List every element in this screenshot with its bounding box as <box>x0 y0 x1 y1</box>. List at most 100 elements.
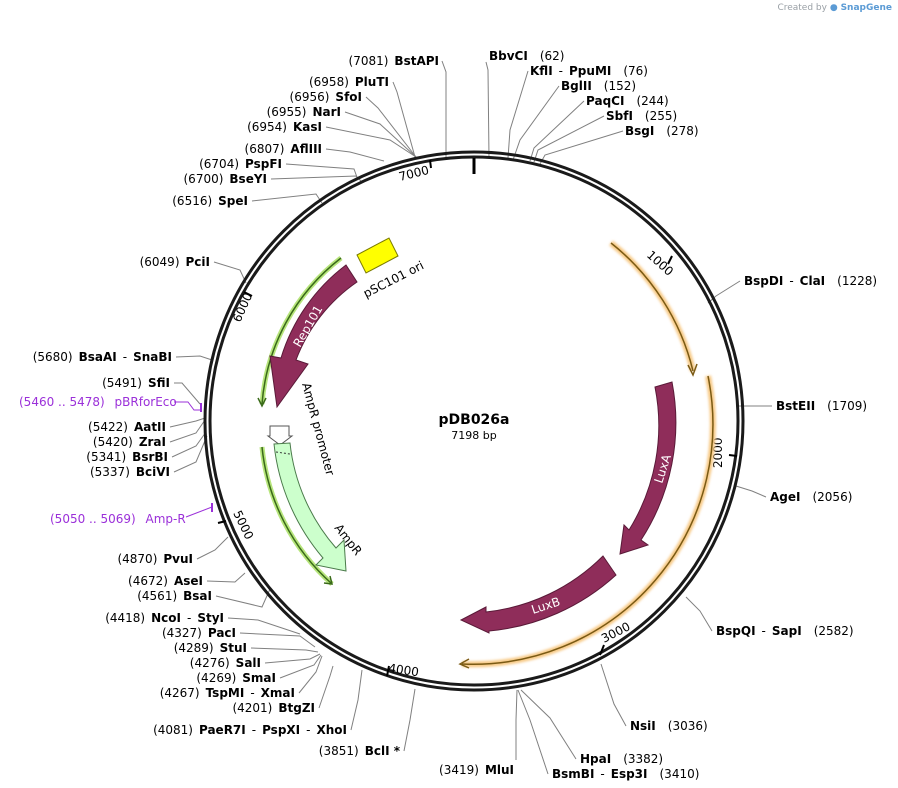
site-separator: - <box>252 723 256 737</box>
site-label-aatii[interactable]: (5422)AatII <box>88 420 166 434</box>
leader-sfii <box>174 382 201 405</box>
site-label-bseyi[interactable]: (6700)BseYI <box>184 172 268 186</box>
site-label-pluti[interactable]: (6958)PluTI <box>309 75 389 89</box>
site-label-bsteii[interactable]: BstEII(1709) <box>776 399 867 413</box>
site-label-stui[interactable]: (4289)StuI <box>174 641 247 655</box>
ampr-feature[interactable] <box>273 442 347 572</box>
primer-pbrforeco[interactable]: (5460 .. 5478) pBRforEco <box>19 395 177 409</box>
ampr-arc <box>259 446 334 586</box>
site-label-smai[interactable]: (4269)SmaI <box>196 671 276 685</box>
enzyme-name: SfiI <box>148 376 170 390</box>
tick-label-1000: 1000 <box>644 248 676 279</box>
tick-label-6000: 6000 <box>230 291 255 325</box>
site-label-bsmbi-esp3i[interactable]: BsmBI-Esp3I(3410) <box>552 767 699 781</box>
psc101-ori-feature[interactable] <box>356 237 399 274</box>
site-position: (4561) <box>137 589 177 603</box>
site-separator: - <box>789 274 793 288</box>
enzyme-name: BseYI <box>229 172 267 186</box>
tick-mark-1000 <box>667 255 673 265</box>
tick-mark-6000 <box>243 291 253 297</box>
site-label-bsgi[interactable]: BsgI(278) <box>625 124 699 138</box>
enzyme-name: BspDI <box>744 274 783 288</box>
site-label-bstapi[interactable]: (7081) BstAPI <box>349 54 439 68</box>
site-label-btgzi[interactable]: (4201)BtgZI <box>232 701 315 715</box>
site-label-spei[interactable]: (6516)SpeI <box>172 194 248 208</box>
enzyme-name: NcoI <box>151 611 181 625</box>
luxa-feature[interactable] <box>619 381 677 555</box>
site-label-bbvci[interactable]: BbvCI(62) <box>489 49 564 63</box>
site-label-zrai[interactable]: (5420)ZraI <box>93 435 166 449</box>
site-label-bcli[interactable]: (3851)BclI * <box>319 744 401 758</box>
rep101-feature[interactable] <box>269 264 358 409</box>
site-position: (5491) <box>102 376 142 390</box>
site-label-agei[interactable]: AgeI(2056) <box>770 490 852 504</box>
site-label-sfoi[interactable]: (6956)SfoI <box>290 90 362 104</box>
site-label-asei[interactable]: (4672)AseI <box>128 574 203 588</box>
enzyme-name: SpeI <box>218 194 248 208</box>
site-separator: - <box>123 350 127 364</box>
site-label-pcii[interactable]: (6049)PciI <box>140 255 210 269</box>
site-label-afliii[interactable]: (6807)AflIII <box>245 142 322 156</box>
leader-spei <box>251 193 323 204</box>
leader-tspmi-xmai <box>298 655 323 694</box>
leader-btgzi <box>318 665 334 709</box>
leader-bsrbi <box>171 431 207 458</box>
leader-bcli <box>403 688 416 752</box>
leader-paer7i-pspxi-xhoi <box>350 669 363 731</box>
site-label-paci[interactable]: (4327)PacI <box>162 626 236 640</box>
plasmid-name: pDB026a <box>439 412 510 428</box>
leader-bstapi <box>441 60 447 157</box>
enzyme-name: BsaAI <box>79 350 117 364</box>
primer-pbrforeco-range: (5460 .. 5478) <box>19 395 105 409</box>
site-label-paer7i-pspxi-xhoi[interactable]: (4081)PaeR7I-PspXI-XhoI <box>153 723 347 737</box>
site-label-bcivi[interactable]: (5337)BciVI <box>90 465 170 479</box>
site-label-ncoi-styi[interactable]: (4418)NcoI-StyI <box>105 611 224 625</box>
enzyme-name: PaqCI <box>586 94 624 108</box>
enzyme-name: NarI <box>312 105 341 119</box>
primer-pbrforeco-name: pBRforEco <box>115 395 177 409</box>
enzyme-name: PspFI <box>245 157 282 171</box>
site-label-bspqi-sapi[interactable]: BspQI-SapI(2582) <box>716 624 854 638</box>
site-label-sfii[interactable]: (5491) SfiI <box>102 376 170 390</box>
site-label-kfli-ppumi[interactable]: KflI-PpuMI(76) <box>530 64 648 78</box>
site-position: (7081) <box>349 54 389 68</box>
site-label-hpai[interactable]: HpaI(3382) <box>580 752 663 766</box>
leader-hpai <box>520 689 577 760</box>
site-label-bspdi-clai[interactable]: BspDI-ClaI(1228) <box>744 274 877 288</box>
site-label-sali[interactable]: (4276)SalI <box>190 656 261 670</box>
site-label-bsrbi[interactable]: (5341)BsrBI <box>86 450 168 464</box>
luxb-feature[interactable] <box>459 555 617 634</box>
site-label-bsaai-snabi[interactable]: (5680)BsaAI-SnaBI <box>33 350 172 364</box>
leader-bsaai-snabi <box>175 355 213 361</box>
primer-amp-r[interactable]: (5050 .. 5069) Amp-R <box>50 512 186 526</box>
enzyme-name: PacI <box>208 626 236 640</box>
site-label-pvui[interactable]: (4870)PvuI <box>117 552 193 566</box>
enzyme-name: XmaI <box>261 686 295 700</box>
enzyme-name: BstAPI <box>394 54 439 68</box>
site-label-bsai[interactable]: (4561)BsaI <box>137 589 212 603</box>
site-label-sbfi[interactable]: SbfI(255) <box>606 109 677 123</box>
leader-pcii <box>213 261 247 284</box>
site-leader-lines <box>169 60 772 775</box>
site-position: (4201) <box>232 701 272 715</box>
site-label-mlui[interactable]: (3419)MluI <box>439 763 514 777</box>
site-label-kasi[interactable]: (6954)KasI <box>247 120 322 134</box>
site-position: (4276) <box>190 656 230 670</box>
site-label-pspfi[interactable]: (6704)PspFI <box>199 157 282 171</box>
leader-pvui <box>196 536 229 560</box>
leader-bspdi-clai <box>707 280 741 304</box>
tick-mark-3000 <box>599 644 605 656</box>
site-position: (3410) <box>660 767 700 781</box>
ampr-promoter-feature[interactable] <box>266 425 294 446</box>
leader-sali <box>264 653 321 664</box>
site-label-tspmi-xmai[interactable]: (4267)TspMI-XmaI <box>160 686 295 700</box>
enzyme-name: PluTI <box>355 75 389 89</box>
site-label-paqci[interactable]: PaqCI(244) <box>586 94 669 108</box>
site-separator: - <box>762 624 766 638</box>
site-label-nari[interactable]: (6955)NarI <box>267 105 341 119</box>
site-label-nsii[interactable]: NsiI(3036) <box>630 719 708 733</box>
enzyme-name: BbvCI <box>489 49 528 63</box>
site-label-bglii[interactable]: BglII(152) <box>561 79 636 93</box>
tick-mark-2000 <box>728 454 738 457</box>
enzyme-name: AflIII <box>290 142 322 156</box>
